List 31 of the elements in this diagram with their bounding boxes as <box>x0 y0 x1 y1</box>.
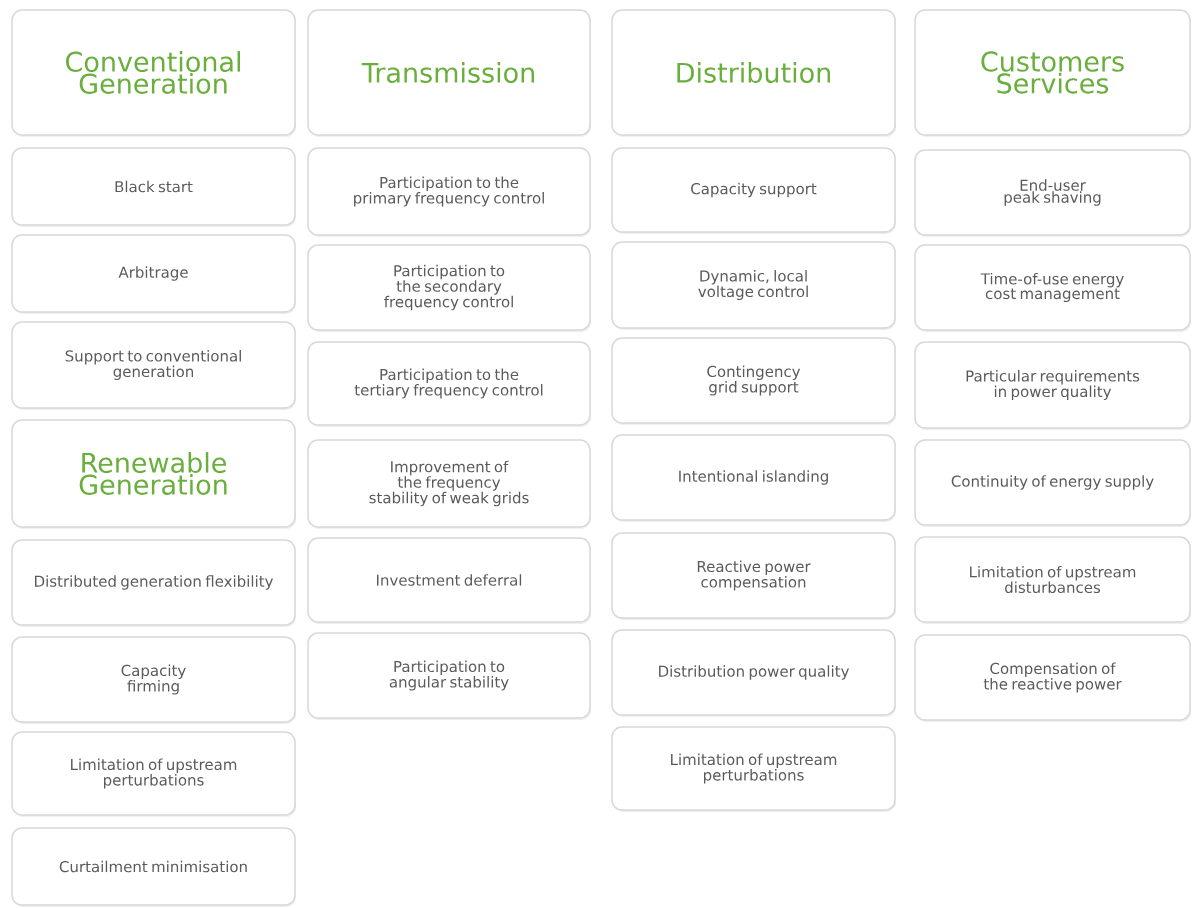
service-box: Support to conventional generation <box>11 321 296 410</box>
service-box: Investment deferral <box>307 537 591 624</box>
header-box: Distribution <box>611 9 896 137</box>
header-box: Transmission <box>307 9 591 137</box>
service-box: Limitation of upstream perturbations <box>11 731 296 817</box>
service-box: Limitation of upstream perturbations <box>611 726 896 812</box>
service-box: Distribution power quality <box>611 629 896 717</box>
service-box: Curtailment minimisation <box>11 827 296 907</box>
service-box: Improvement of the frequency stability of weak grids <box>307 439 591 529</box>
service-box: Black start <box>11 147 296 227</box>
header-box: Conventional Generation <box>11 9 296 137</box>
service-box: Participation to the secondary frequency control <box>307 244 591 332</box>
header-box: Customers Services <box>914 9 1191 137</box>
service-box: Dynamic, local voltage control <box>611 241 896 330</box>
service-box: Intentional islanding <box>611 434 896 522</box>
service-box: Compensation of the reactive power <box>914 634 1191 722</box>
service-box: Participation to the primary frequency control <box>307 147 591 237</box>
service-box: Particular requirements in power quality <box>914 341 1191 430</box>
service-box: Capacity firming <box>11 636 296 724</box>
service-box: Distributed generation flexibility <box>11 539 296 627</box>
header-box: Renewable Generation <box>11 419 296 529</box>
service-box: Reactive power compensation <box>611 532 896 620</box>
service-box: Participation to the tertiary frequency control <box>307 341 591 427</box>
service-box: End-user peak shaving <box>914 149 1191 237</box>
service-box: Continuity of energy supply <box>914 439 1191 527</box>
service-box: Contingency grid support <box>611 337 896 425</box>
service-box: Arbitrage <box>11 234 296 314</box>
service-box: Limitation of upstream disturbances <box>914 536 1191 624</box>
service-box: Time-of-use energy cost management <box>914 244 1191 332</box>
service-box: Participation to angular stability <box>307 632 591 720</box>
service-box: Capacity support <box>611 147 896 234</box>
